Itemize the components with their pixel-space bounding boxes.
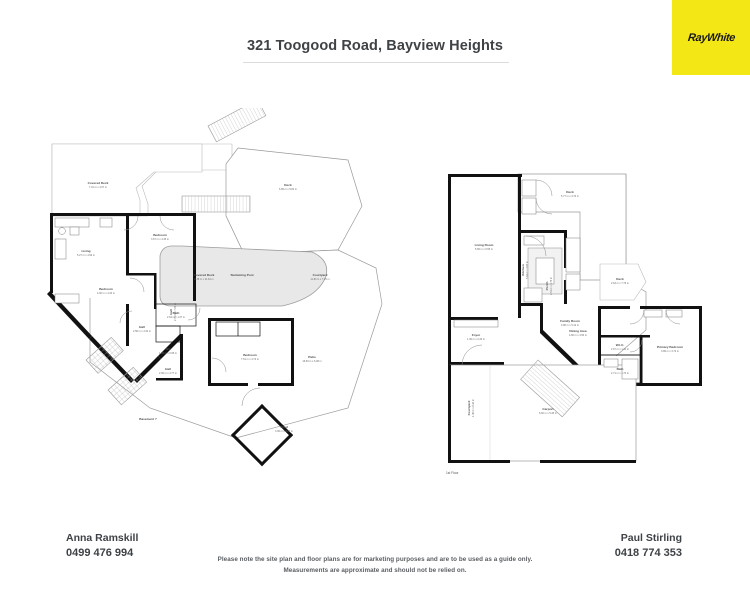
svg-text:Hall: Hall [165, 367, 171, 371]
svg-text:Dining Area: Dining Area [569, 329, 587, 333]
svg-text:3.89 m x 3.72 m: 3.89 m x 3.72 m [661, 350, 679, 353]
svg-text:Courtyard: Courtyard [313, 273, 328, 277]
svg-text:Primary Bedroom: Primary Bedroom [657, 345, 683, 349]
ground-floor-plan: Covered Deck 7.01 m x 4.07 m Living 5.27… [47, 108, 383, 467]
room-label: Deck 5.77 m x 4.70 m Living Room 5.65 m … [467, 190, 683, 417]
svg-text:2.58 m x 4.34 m: 2.58 m x 4.34 m [133, 330, 151, 333]
svg-text:Covered Deck: Covered Deck [88, 181, 109, 185]
svg-text:Hall: Hall [139, 325, 145, 329]
svg-text:Bedroom: Bedroom [99, 287, 113, 291]
svg-text:3.67 m x 4.45 m: 3.67 m x 4.45 m [151, 238, 169, 241]
svg-text:1.39 m x 2.33 m: 1.39 m x 2.33 m [467, 338, 485, 341]
svg-text:7.61 m x 4.72 m: 7.61 m x 4.72 m [241, 358, 259, 361]
svg-text:4.60 m x 4.50 m: 4.60 m x 4.50 m [569, 334, 587, 337]
svg-text:Covered Deck: Covered Deck [194, 273, 215, 277]
svg-text:Bedroom: Bedroom [243, 353, 257, 357]
svg-text:Hall: Hall [169, 309, 173, 315]
agent-left-phone[interactable]: 0499 476 994 [66, 547, 134, 560]
agent-right-name: Paul Stirling [620, 532, 682, 544]
svg-text:4.00 m x 4.34 m: 4.00 m x 4.34 m [97, 292, 115, 295]
svg-text:2.67 m x 1.41 m: 2.67 m x 1.41 m [611, 348, 629, 351]
floor-label: 1st Floor [446, 471, 459, 475]
svg-text:Swimming Pool: Swimming Pool [230, 273, 253, 277]
svg-text:Courtyard: Courtyard [467, 401, 471, 416]
svg-text:1.06 m x 0.95 m: 1.06 m x 0.95 m [159, 352, 177, 355]
svg-text:Patio: Patio [308, 355, 316, 359]
agent-left: Anna Ramskill 0499 476 994 [66, 531, 138, 562]
svg-text:16.69 m x 6.08 m: 16.69 m x 6.08 m [302, 360, 321, 363]
svg-text:W.I.C.: W.I.C. [616, 343, 625, 347]
svg-text:5.77 m x 4.70 m: 5.77 m x 4.70 m [561, 195, 579, 198]
svg-text:2.71 m x 1.70 m: 2.71 m x 1.70 m [611, 372, 629, 375]
svg-text:Deck: Deck [616, 277, 624, 281]
svg-text:Living Room: Living Room [475, 243, 494, 247]
room-label: Covered Deck 7.01 m x 4.07 m Living 5.27… [77, 181, 330, 433]
svg-text:6.86 m x 5.84 m: 6.86 m x 5.84 m [279, 188, 297, 191]
svg-text:Shed: Shed [280, 425, 288, 429]
agent-right: Paul Stirling 0418 774 353 [615, 531, 682, 562]
svg-text:Bedroom: Bedroom [153, 233, 167, 237]
ray-white-logo: RayWhite [672, 0, 750, 75]
svg-text:5.65 m x 6.55 m: 5.65 m x 6.55 m [475, 248, 493, 251]
svg-text:Deck: Deck [566, 190, 574, 194]
svg-text:Porch: Porch [545, 282, 549, 291]
svg-text:5.64 m x 3.85 m: 5.64 m x 3.85 m [526, 261, 529, 279]
svg-text:Carport: Carport [542, 407, 553, 411]
svg-text:Bath: Bath [617, 367, 624, 371]
svg-text:6.60 m x 5.35 m: 6.60 m x 5.35 m [539, 412, 557, 415]
svg-text:2.51 m x 4.79 m: 2.51 m x 4.79 m [550, 277, 553, 295]
svg-text:3.36 m x 3.27 m: 3.36 m x 3.27 m [275, 430, 293, 433]
disclaimer-line-1: Please note the site plan and floor plan… [217, 556, 533, 563]
page-title: 321 Toogood Road, Bayview Heights [246, 38, 504, 54]
svg-text:2.79 m x 7.31 m: 2.79 m x 7.31 m [174, 303, 177, 321]
svg-text:Living: Living [81, 249, 90, 253]
svg-text:2.09 m x 4.77 m: 2.09 m x 4.77 m [159, 372, 177, 375]
svg-text:Deck: Deck [284, 183, 292, 187]
svg-text:Kitchen: Kitchen [521, 264, 525, 275]
svg-text:7.01 m x 4.07 m: 7.01 m x 4.07 m [89, 186, 107, 189]
svg-text:2.63 m x 7.76 m: 2.63 m x 7.76 m [611, 282, 629, 285]
svg-text:1.46 m x 8.42 m: 1.46 m x 8.42 m [472, 399, 475, 417]
title-divider [243, 62, 509, 63]
svg-text:WC: WC [165, 347, 171, 351]
svg-text:Bath: Bath [173, 311, 180, 315]
svg-text:Basement ?: Basement ? [139, 417, 157, 421]
svg-text:Family Room: Family Room [560, 319, 580, 323]
disclaimer-line-2: Measurements are approximate and should … [283, 567, 467, 575]
svg-text:Foyer: Foyer [472, 333, 481, 337]
disclaimer: Please note the site plan and floor plan… [0, 554, 750, 576]
agent-right-phone[interactable]: 0418 774 353 [614, 547, 682, 560]
svg-text:2.38 m x 11.64 m: 2.38 m x 11.64 m [194, 278, 213, 281]
first-floor-plan: Deck 5.77 m x 4.70 m Living Room 5.65 m … [446, 173, 702, 475]
svg-text:4.86 m x 5.12 m: 4.86 m x 5.12 m [561, 324, 579, 327]
svg-text:5.27 m x 4.96 m: 5.27 m x 4.96 m [77, 254, 95, 257]
svg-text:11.80 m x 7.15 m: 11.80 m x 7.15 m [310, 278, 329, 281]
agent-left-name: Anna Ramskill [66, 532, 139, 544]
svg-text:2.64 m x 1.37 m: 2.64 m x 1.37 m [167, 316, 185, 319]
